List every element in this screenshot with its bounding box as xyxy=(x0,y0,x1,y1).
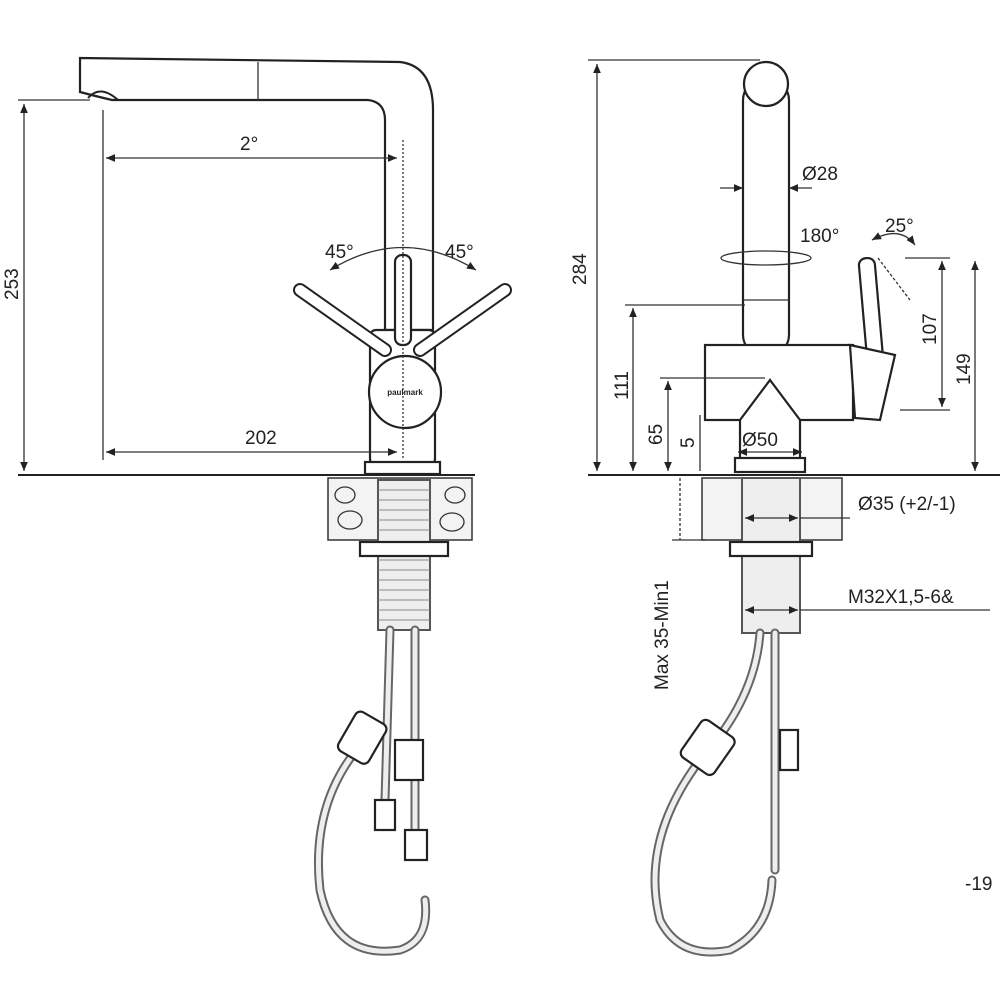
hose-nut xyxy=(393,738,425,782)
mounting-nut-side xyxy=(728,540,814,558)
base-ring-side xyxy=(733,456,807,474)
hole-diameter: Ø35 (+2/-1) xyxy=(858,494,956,515)
swivel-angle: 180° xyxy=(800,226,839,247)
hoses xyxy=(313,625,431,956)
logo-disc xyxy=(367,354,443,430)
hoses-side xyxy=(650,628,780,957)
aerator xyxy=(87,90,119,101)
lever-right xyxy=(413,283,512,357)
spout-head xyxy=(742,60,790,108)
countertop-stone-texture xyxy=(334,486,466,532)
dim-111: 111 xyxy=(612,371,633,400)
lever-tilt-line xyxy=(877,257,911,301)
hose-fitting-side xyxy=(778,728,800,772)
dim-149: 149 xyxy=(954,353,975,385)
thread-spec: M32X1,5-6& xyxy=(848,587,954,608)
height-dimension-side: 284 xyxy=(570,253,591,285)
dim-65: 65 xyxy=(646,424,667,445)
countertop-thickness: Max 35-Min1 xyxy=(652,580,673,690)
hose-weight xyxy=(336,710,388,765)
spout-side xyxy=(741,78,791,357)
spout-diameter: Ø28 xyxy=(802,164,838,185)
hose-fitting xyxy=(403,828,429,862)
thread-lines xyxy=(378,489,430,621)
dim-5: 5 xyxy=(678,437,699,448)
partial-label: -19 xyxy=(965,874,992,895)
lever-angle-arc xyxy=(871,232,916,246)
side-view: 25° 180° Ø28 284 111 65 5 107 149 Ø50 Ø3… xyxy=(570,59,1000,957)
base-diameter: Ø50 xyxy=(742,430,778,451)
dim-107: 107 xyxy=(920,313,941,345)
lever-side xyxy=(857,256,884,359)
lever-angle-arc xyxy=(329,246,477,271)
lever-left-angle: 45° xyxy=(325,242,354,263)
mounting-nut xyxy=(358,540,450,558)
swivel-arrow xyxy=(720,250,812,266)
reach-dimension: 202 xyxy=(245,428,277,449)
hose-weight-side xyxy=(679,718,736,777)
base-ring xyxy=(363,460,442,476)
hose-fitting xyxy=(373,798,397,832)
front-view: paulmark 45° 45° 253 2° 202 xyxy=(2,56,512,956)
spout-angle: 2° xyxy=(240,134,258,155)
lever-right-angle: 45° xyxy=(445,242,474,263)
spout xyxy=(78,56,435,332)
lever-angle: 25° xyxy=(885,216,914,237)
lever-cartridge xyxy=(848,343,897,422)
logo: paulmark xyxy=(387,388,423,397)
lever-left xyxy=(293,283,392,357)
height-dimension: 253 xyxy=(2,268,23,300)
